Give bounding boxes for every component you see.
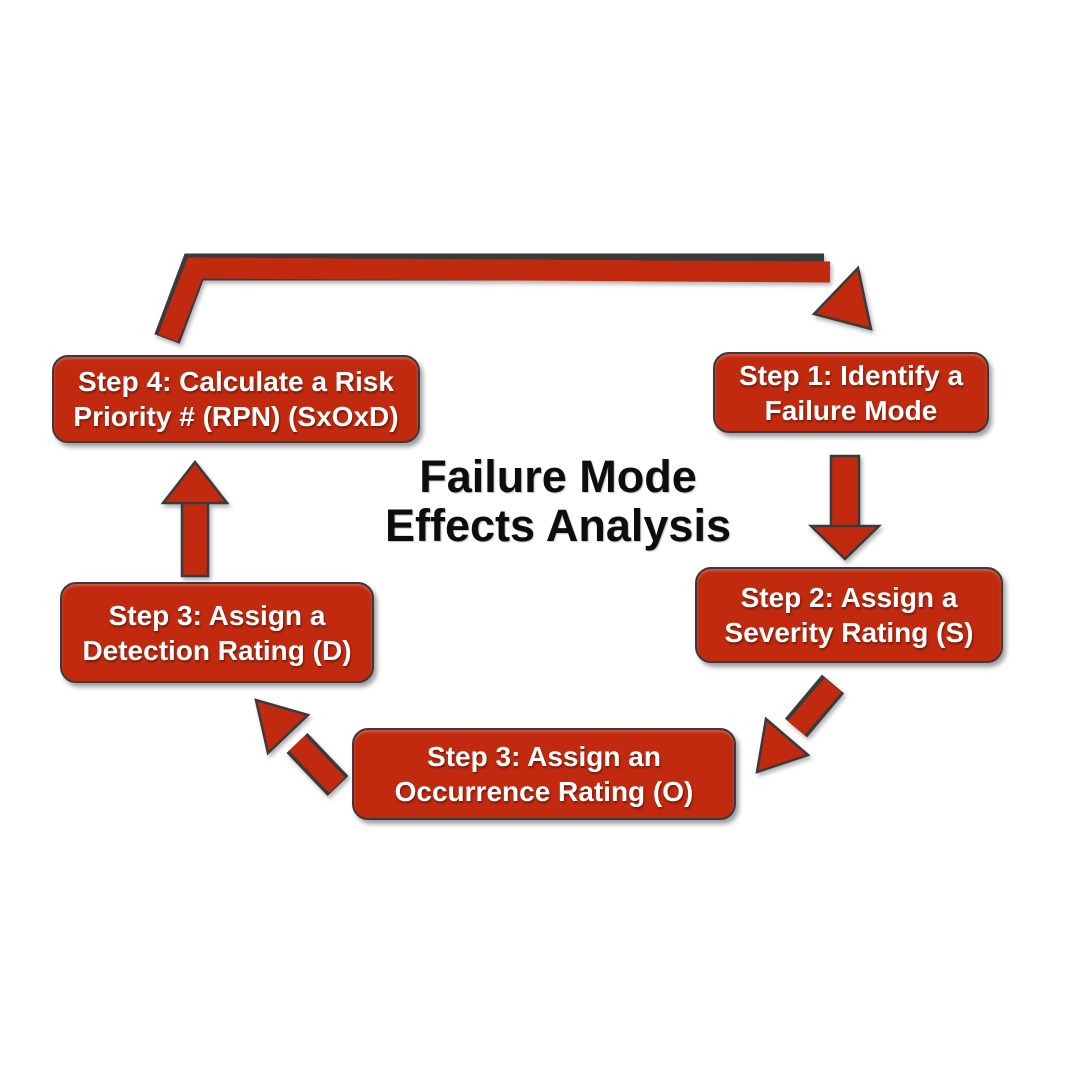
diagram-title-line1: Failure Mode — [419, 451, 697, 502]
step3-occurrence-line1: Step 3: Assign an — [427, 741, 661, 772]
step1-line2: Failure Mode — [764, 394, 938, 426]
arrow-step3-occurrence-to-step3-detection-icon — [254, 698, 349, 797]
step4-line2: Priority # (RPN) (SxOxD) — [73, 401, 399, 432]
diagram-title: Failure Mode Effects Analysis — [338, 452, 778, 550]
step-box-step3-occurrence-rating: Step 3: Assign an Occurrence Rating (O) — [352, 728, 736, 820]
step3-detection-line1: Step 3: Assign a — [108, 599, 326, 631]
step4-line1: Step 4: Calculate a Risk — [78, 366, 394, 397]
arrow-step3-detection-to-step4-icon — [160, 459, 230, 578]
step-box-step4-rpn: Step 4: Calculate a Risk Priority # (RPN… — [52, 355, 420, 443]
arrow-step4-to-step1-icon — [154, 253, 873, 344]
step-box-step2-severity-rating: Step 2: Assign a Severity Rating (S) — [695, 567, 1003, 663]
step1-line1: Step 1: Identify a — [738, 359, 964, 391]
diagram-title-line2: Effects Analysis — [385, 500, 731, 552]
step-box-step3-detection-rating: Step 3: Assign a Detection Rating (D) — [60, 582, 374, 683]
arrow-step2-to-step3-occurrence-icon — [755, 674, 845, 774]
step3-occurrence-line2: Occurrence Rating (O) — [394, 776, 694, 807]
arrow-step1-to-step2-icon — [807, 454, 883, 561]
step2-line2: Severity Rating (S) — [724, 617, 974, 648]
step3-detection-line2: Detection Rating (D) — [82, 634, 352, 666]
step-box-step1-identify-failure-mode: Step 1: Identify a Failure Mode — [713, 352, 989, 433]
step2-line1: Step 2: Assign a — [740, 582, 958, 613]
